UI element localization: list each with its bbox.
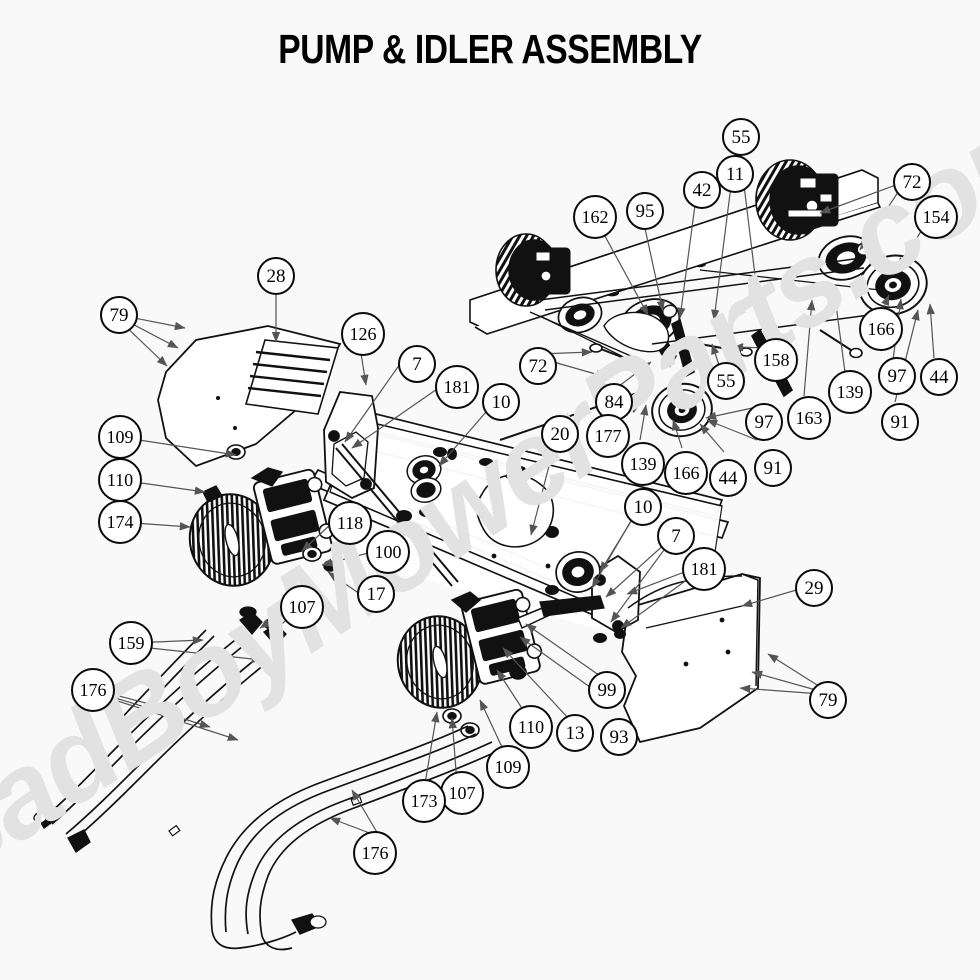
leader-line — [639, 404, 649, 441]
callout-109[interactable]: 109 — [486, 745, 530, 789]
callout-166[interactable]: 166 — [664, 451, 708, 495]
pump-right — [396, 588, 558, 738]
callout-93[interactable]: 93 — [600, 718, 638, 756]
callout-91[interactable]: 91 — [881, 403, 919, 441]
drive-belt — [539, 257, 893, 609]
callout-139[interactable]: 139 — [828, 370, 872, 414]
leader-line — [327, 571, 361, 595]
callout-11[interactable]: 11 — [716, 155, 754, 193]
callout-158[interactable]: 158 — [754, 338, 798, 382]
pump-left — [188, 444, 337, 587]
callout-55[interactable]: 55 — [722, 118, 760, 156]
callout-79[interactable]: 79 — [809, 681, 847, 719]
callout-166[interactable]: 166 — [859, 307, 903, 351]
callout-162[interactable]: 162 — [573, 195, 617, 239]
leader-lines — [95, 135, 935, 838]
callout-10[interactable]: 10 — [482, 383, 520, 421]
callout-110[interactable]: 110 — [98, 458, 142, 502]
leader-line — [831, 289, 846, 373]
leader-line — [321, 551, 373, 567]
panel-29 — [621, 573, 761, 744]
callout-97[interactable]: 97 — [878, 357, 916, 395]
leader-line — [423, 711, 440, 791]
upper-pulleys — [557, 235, 928, 438]
callout-174[interactable]: 174 — [98, 500, 142, 544]
callout-107[interactable]: 107 — [440, 771, 484, 815]
callout-110[interactable]: 110 — [509, 705, 553, 749]
callout-176[interactable]: 176 — [353, 831, 397, 875]
leader-line — [351, 789, 379, 835]
page-title: PUMP & IDLER ASSEMBLY — [278, 26, 702, 72]
leader-line — [926, 303, 935, 359]
idler-bracket-left — [323, 391, 379, 500]
leader-line — [301, 522, 333, 552]
idler-bracket-right — [539, 551, 641, 634]
callout-107[interactable]: 107 — [280, 585, 324, 629]
callout-97[interactable]: 97 — [745, 403, 783, 441]
leader-line — [502, 647, 571, 721]
callout-118[interactable]: 118 — [328, 501, 372, 545]
leader-line — [699, 423, 725, 453]
callout-13[interactable]: 13 — [556, 714, 594, 752]
callout-95[interactable]: 95 — [626, 192, 664, 230]
callout-28[interactable]: 28 — [257, 257, 295, 295]
leader-line — [672, 419, 683, 449]
callout-159[interactable]: 159 — [109, 621, 153, 665]
leader-line — [95, 691, 211, 729]
callout-99[interactable]: 99 — [588, 671, 626, 709]
callout-91[interactable]: 91 — [754, 449, 792, 487]
leader-line — [95, 693, 239, 741]
leader-line — [706, 419, 758, 441]
callout-126[interactable]: 126 — [341, 312, 385, 356]
hose-group-left — [33, 606, 287, 853]
callout-72[interactable]: 72 — [893, 163, 931, 201]
leader-line — [739, 684, 822, 695]
leader-line — [819, 181, 905, 214]
callout-10[interactable]: 10 — [624, 488, 662, 526]
callout-181[interactable]: 181 — [435, 365, 479, 409]
callout-7[interactable]: 7 — [398, 345, 436, 383]
callout-44[interactable]: 44 — [709, 459, 747, 497]
callout-17[interactable]: 17 — [357, 575, 395, 613]
callout-55[interactable]: 55 — [707, 362, 745, 400]
callout-173[interactable]: 173 — [402, 779, 446, 823]
callout-29[interactable]: 29 — [795, 569, 833, 607]
hose-group-right — [210, 725, 501, 951]
callout-154[interactable]: 154 — [914, 195, 958, 239]
callout-181[interactable]: 181 — [682, 547, 726, 591]
callout-42[interactable]: 42 — [683, 171, 721, 209]
leader-line — [351, 386, 441, 449]
callout-163[interactable]: 163 — [787, 396, 831, 440]
callout-100[interactable]: 100 — [366, 530, 410, 574]
leader-line — [711, 169, 734, 321]
leader-line — [344, 363, 401, 443]
callout-20[interactable]: 20 — [541, 415, 579, 453]
callout-177[interactable]: 177 — [586, 414, 630, 458]
leader-line — [130, 645, 263, 664]
leader-line — [803, 299, 816, 397]
callout-109[interactable]: 109 — [98, 415, 142, 459]
leader-line — [525, 623, 604, 679]
callout-72[interactable]: 72 — [519, 347, 557, 385]
callout-44[interactable]: 44 — [920, 358, 958, 396]
callout-176[interactable]: 176 — [71, 668, 115, 712]
shroud-panel-28 — [157, 325, 342, 468]
leader-line — [677, 189, 698, 319]
callout-79[interactable]: 79 — [100, 296, 138, 334]
callout-139[interactable]: 139 — [621, 442, 665, 486]
callout-7[interactable]: 7 — [657, 517, 695, 555]
